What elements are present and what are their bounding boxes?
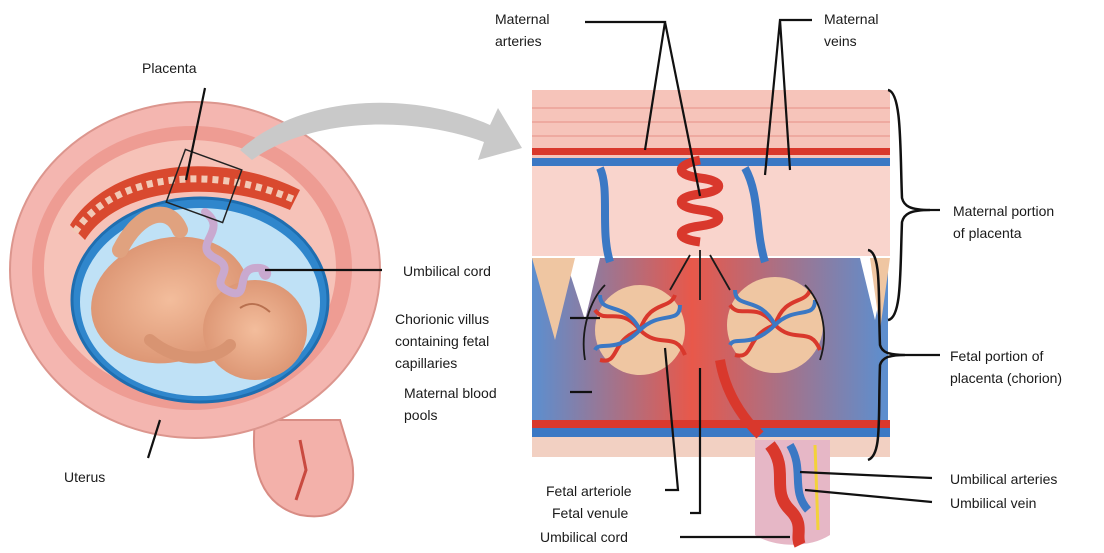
label-maternal-veins-2: veins	[824, 33, 857, 49]
label-umbilical-cord-left: Umbilical cord	[403, 263, 491, 279]
label-maternal-blood-pools-1: Maternal blood	[404, 385, 497, 401]
label-maternal-arteries-1: Maternal	[495, 11, 549, 27]
label-fetal-arteriole: Fetal arteriole	[546, 483, 632, 499]
maternal-vein-band	[532, 158, 890, 166]
label-umbilical-arteries: Umbilical arteries	[950, 471, 1057, 487]
label-chorionic-villus-1: Chorionic villus	[395, 311, 489, 327]
label-placenta: Placenta	[142, 60, 197, 76]
chorionic-villus-right	[727, 277, 823, 373]
chorionic-villus-left	[595, 285, 685, 375]
maternal-artery-band	[532, 148, 890, 155]
uterus-illustration	[10, 102, 380, 516]
label-umbilical-cord-bottom: Umbilical cord	[540, 529, 628, 545]
label-chorionic-villus-2: containing fetal	[395, 333, 489, 349]
chorionic-plate	[532, 437, 890, 457]
label-maternal-portion-1: Maternal portion	[953, 203, 1054, 219]
label-fetal-portion-1: Fetal portion of	[950, 348, 1043, 364]
label-uterus: Uterus	[64, 469, 105, 485]
label-chorionic-villus-3: capillaries	[395, 355, 457, 371]
chorionic-vein-band	[532, 428, 890, 437]
maternal-blood-pool	[532, 258, 888, 420]
bracket-maternal	[888, 90, 930, 320]
label-maternal-portion-2: of placenta	[953, 225, 1022, 241]
label-maternal-blood-pools-2: pools	[404, 407, 437, 423]
label-maternal-veins-1: Maternal	[824, 11, 878, 27]
label-fetal-portion-2: placenta (chorion)	[950, 370, 1062, 386]
label-fetal-venule: Fetal venule	[552, 505, 628, 521]
chorionic-artery-band	[532, 420, 890, 428]
label-maternal-arteries-2: arteries	[495, 33, 542, 49]
label-umbilical-vein: Umbilical vein	[950, 495, 1036, 511]
cervix	[254, 420, 353, 516]
